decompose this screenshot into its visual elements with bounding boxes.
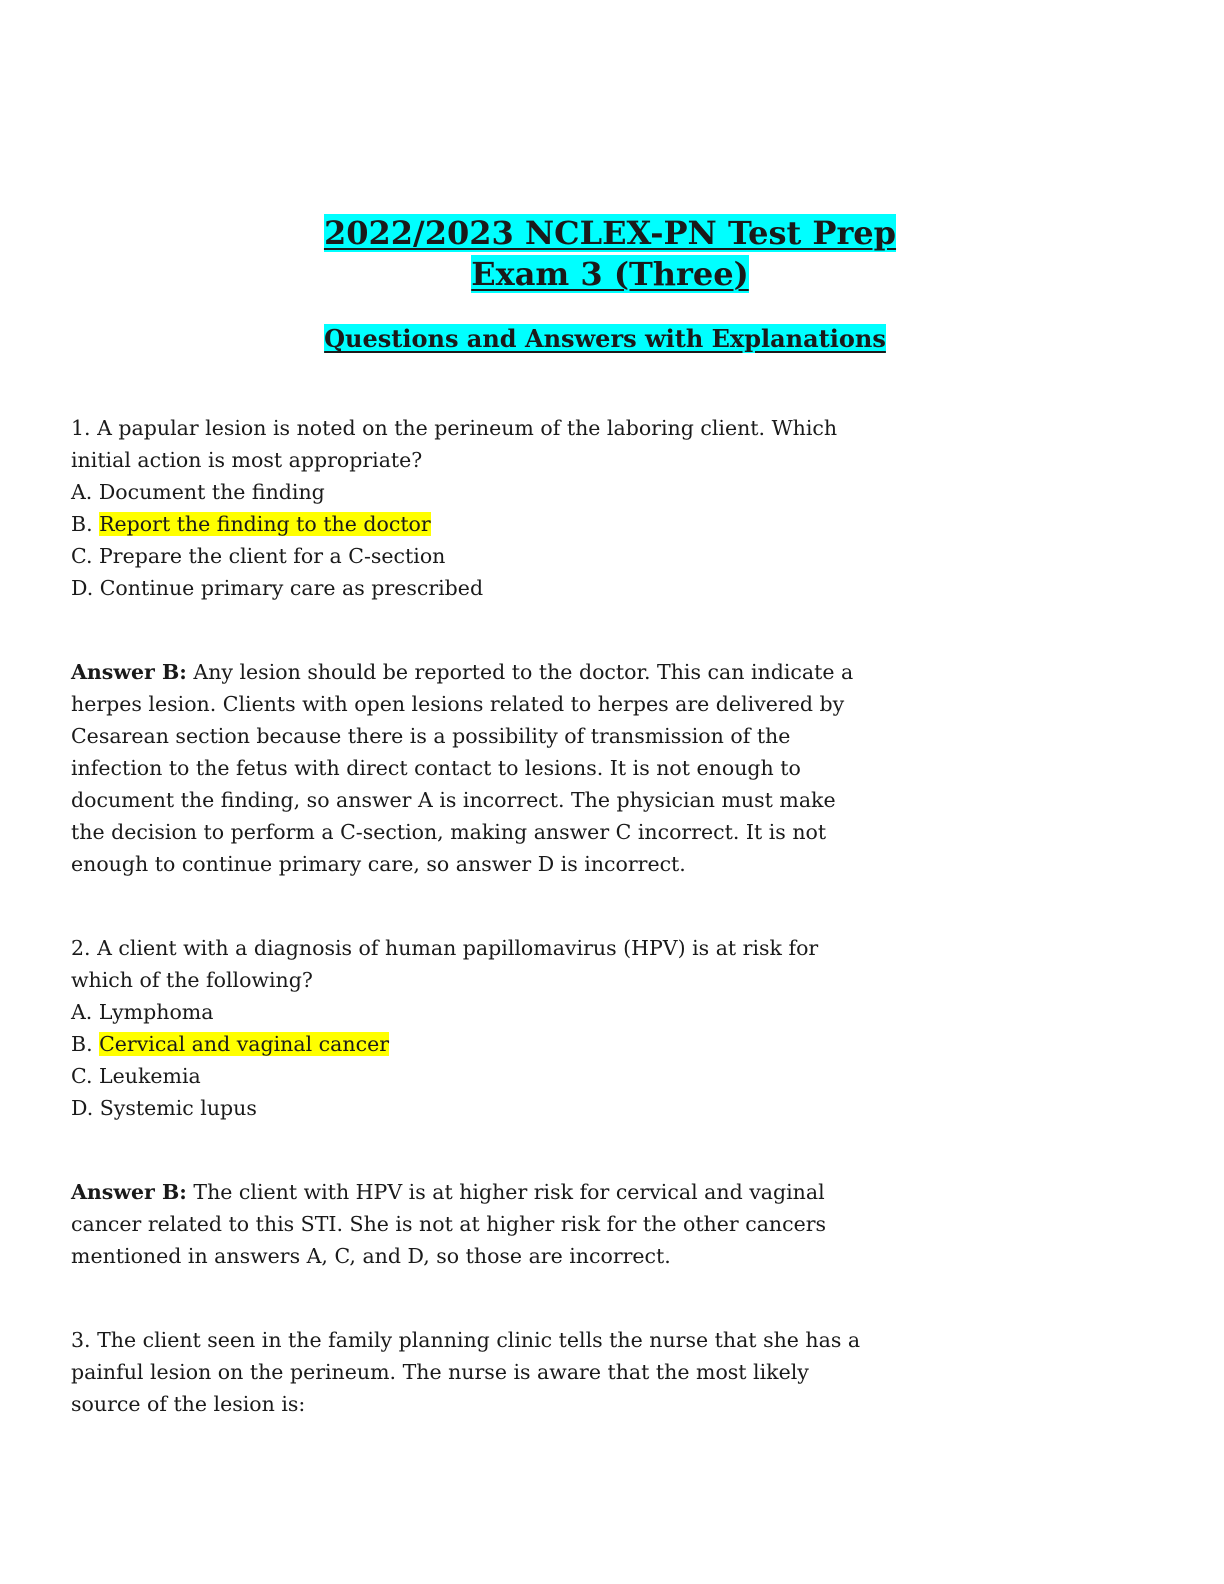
option-prefix: D. [71,576,100,600]
document-content: 1. A papular lesion is noted on the peri… [71,412,871,1420]
question-3-text: 3. The client seen in the family plannin… [71,1328,861,1416]
option-prefix: C. [71,1064,99,1088]
option-text: Continue primary care as prescribed [99,576,484,600]
title-line-2: Exam 3 (Three) [300,254,920,295]
subtitle-text: Questions and Answers with Explanations [324,324,886,353]
question-2-option-d: D. Systemic lupus [71,1092,871,1124]
title-line-1: 2022/2023 NCLEX-PN Test Prep [300,213,920,254]
question-2-option-c: C. Leukemia [71,1060,871,1092]
answer-label: Answer B: [71,1180,187,1204]
question-1-answer: Answer B: Any lesion should be reported … [71,656,871,880]
option-text: Prepare the client for a C-section [99,544,446,568]
question-1-option-d: D. Continue primary care as prescribed [71,572,871,604]
option-text: Leukemia [99,1064,201,1088]
answer-label: Answer B: [71,660,187,684]
spacer [71,604,871,656]
question-1-option-b: B. Report the finding to the doctor [71,508,871,540]
document-title: 2022/2023 NCLEX-PN Test Prep Exam 3 (Thr… [300,213,920,295]
answer-explanation: Any lesion should be reported to the doc… [71,660,854,876]
option-prefix: B. [71,1032,100,1056]
option-prefix: D. [71,1096,100,1120]
question-1-option-a: A. Document the finding [71,476,871,508]
option-prefix: C. [71,544,99,568]
option-prefix: A. [71,480,99,504]
question-2-option-a: A. Lymphoma [71,996,871,1028]
question-2-answer: Answer B: The client with HPV is at high… [71,1176,871,1272]
spacer [71,880,871,932]
option-text: Lymphoma [98,1000,214,1024]
option-prefix: B. [71,512,100,536]
option-text: Document the finding [98,480,325,504]
question-1-text: 1. A papular lesion is noted on the peri… [71,416,838,472]
option-prefix: A. [71,1000,99,1024]
spacer [71,1272,871,1324]
option-text-highlighted: Cervical and vaginal cancer [99,1032,390,1056]
option-text-highlighted: Report the finding to the doctor [99,512,431,536]
title-line-1-text: 2022/2023 NCLEX-PN Test Prep [323,214,897,252]
spacer [71,1124,871,1176]
question-1-option-c: C. Prepare the client for a C-section [71,540,871,572]
question-2-option-b: B. Cervical and vaginal cancer [71,1028,871,1060]
title-line-2-text: Exam 3 (Three) [471,255,749,293]
option-text: Systemic lupus [99,1096,257,1120]
answer-explanation: The client with HPV is at higher risk fo… [71,1180,827,1268]
question-2-text: 2. A client with a diagnosis of human pa… [71,936,819,992]
document-subtitle: Questions and Answers with Explanations [300,322,910,356]
